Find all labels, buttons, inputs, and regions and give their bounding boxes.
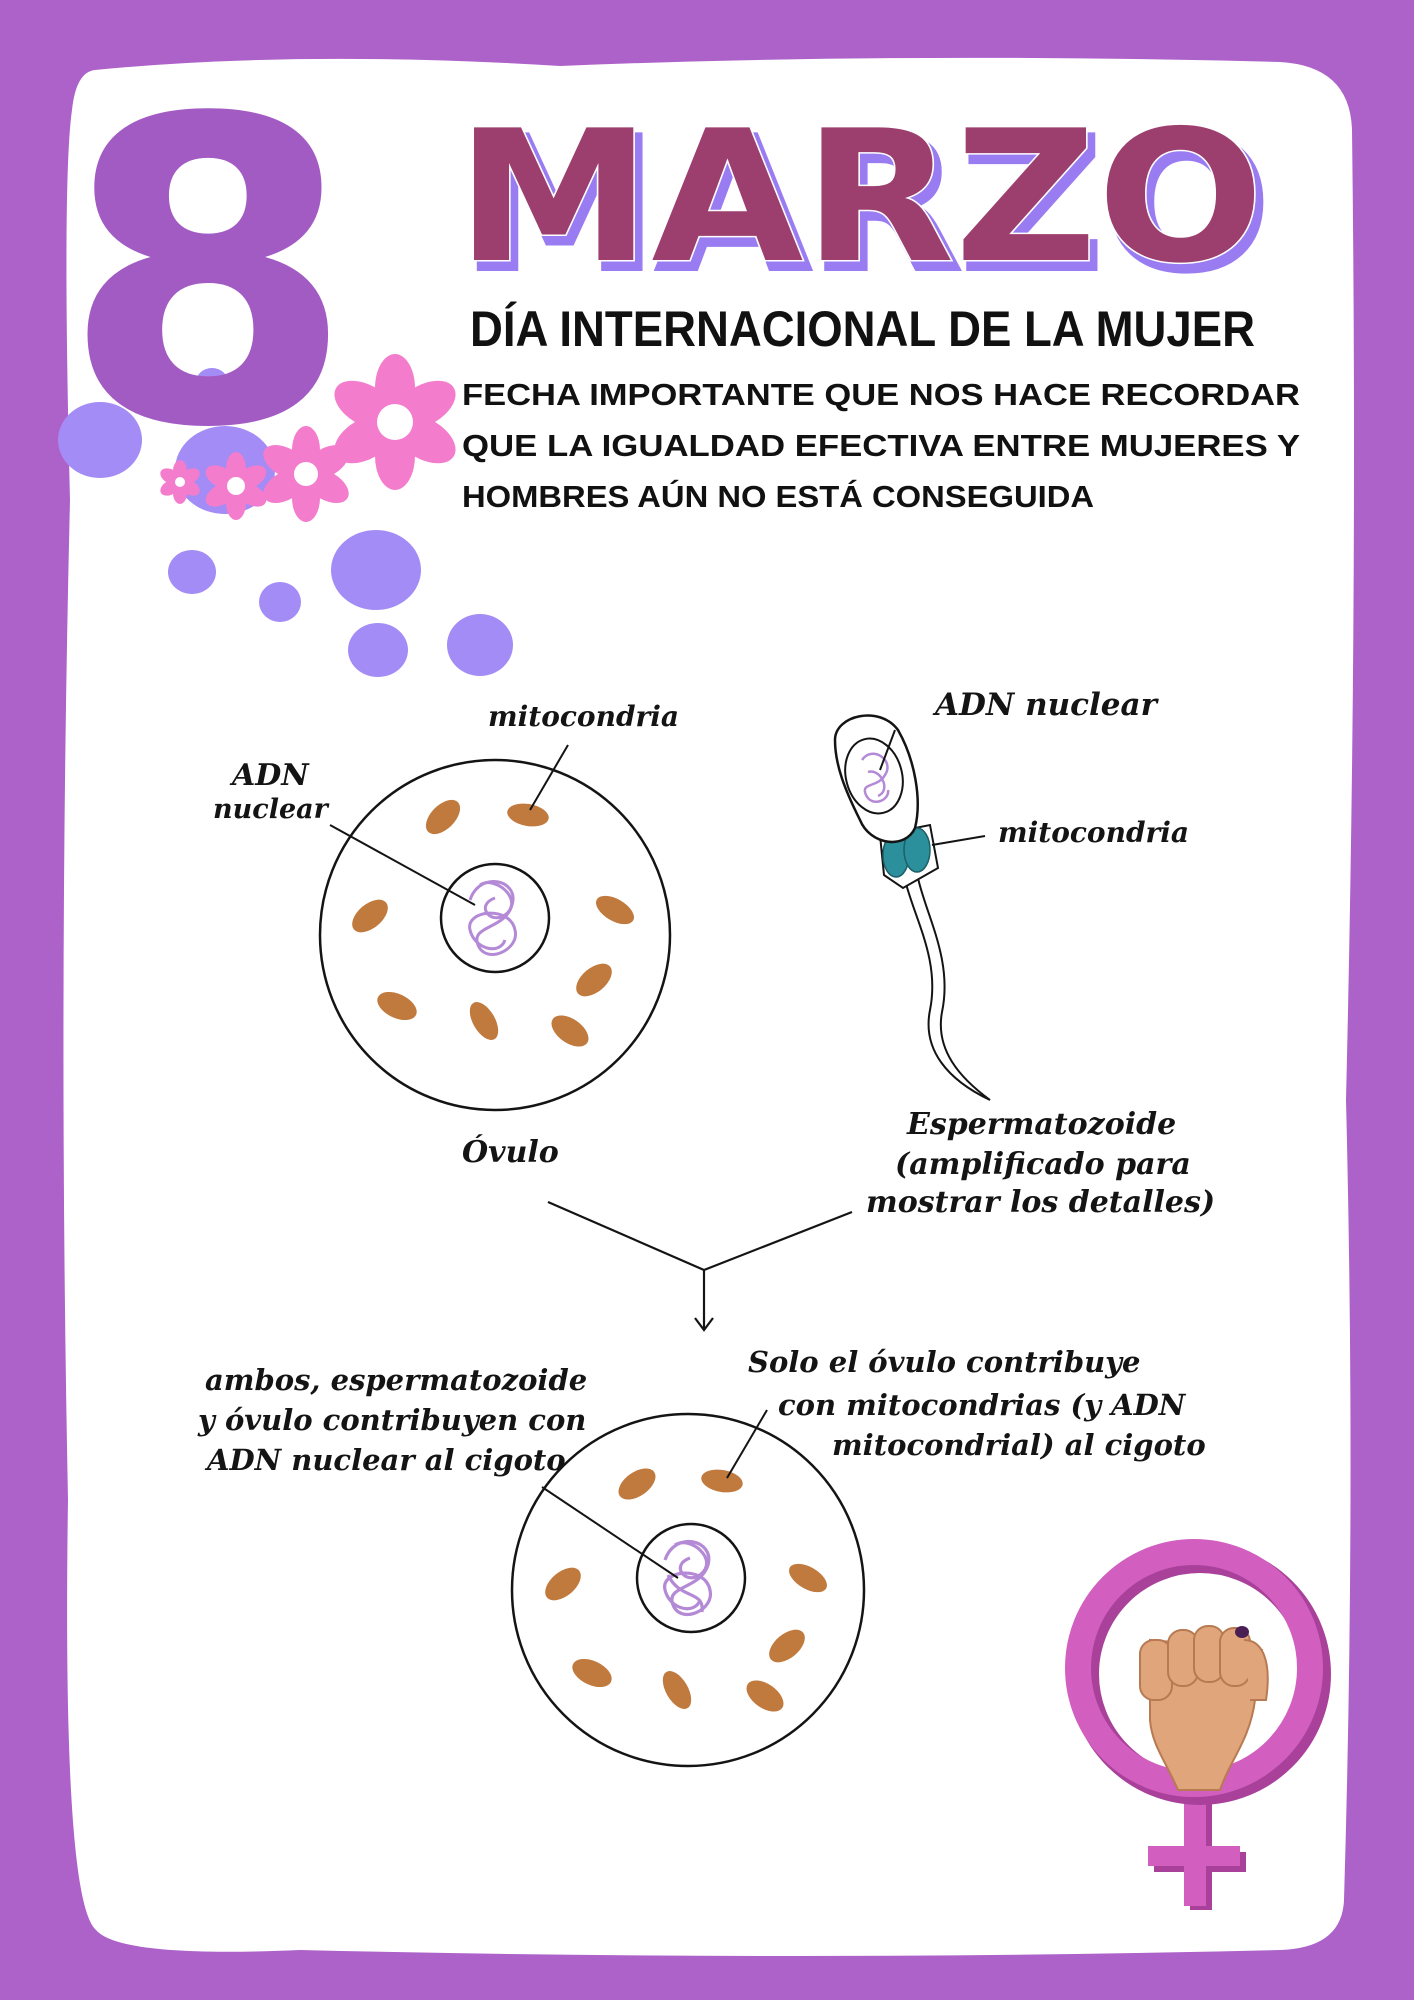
- sperm-mitochondrion: [903, 827, 931, 873]
- sperm-caption-line: Espermatozoide: [906, 1107, 1176, 1142]
- ovum-diagram: mitocondria ADN nuclear Óvulo: [213, 700, 679, 1170]
- blob: [58, 402, 142, 478]
- sperm-dna-label: ADN nuclear: [932, 687, 1160, 723]
- blob: [259, 582, 301, 622]
- ovum-dna-label-line2: nuclear: [213, 794, 330, 825]
- mitochondrion: [507, 803, 549, 827]
- leader-line: [329, 824, 476, 906]
- blob: [348, 623, 408, 677]
- zygote-left-note-line: y óvulo contribuyen con: [197, 1403, 586, 1437]
- mitochondrion: [662, 1671, 692, 1709]
- description: FECHA IMPORTANTE QUE NOS HACE RECORDAR Q…: [462, 377, 1300, 514]
- blob: [447, 614, 513, 676]
- leader-line: [529, 744, 569, 811]
- sperm-tail: [904, 879, 991, 1101]
- mitochondrion: [746, 1680, 784, 1712]
- month-title: MARZO MARZO: [455, 90, 1274, 315]
- leader-line: [541, 1486, 679, 1579]
- sperm-diagram: ADN nuclear mitocondria Espermatozoide (…: [833, 687, 1215, 1220]
- mitochondrion: [545, 1567, 581, 1601]
- zygote-diagram: ambos, espermatozoide y óvulo contribuye…: [197, 1345, 1206, 1768]
- blob: [168, 550, 216, 594]
- flower-icon: [205, 452, 267, 520]
- ovum-name-label: Óvulo: [462, 1134, 559, 1170]
- sperm-mito-label: mitocondria: [998, 816, 1189, 849]
- ovum-dna-label-line1: ADN: [229, 758, 310, 793]
- leader-line: [879, 729, 896, 771]
- zygote-left-note-line: ambos, espermatozoide: [205, 1363, 587, 1397]
- blob: [331, 530, 421, 610]
- mitochondrion: [352, 899, 388, 933]
- arrow-down-icon: [694, 1317, 714, 1332]
- zygote-mitochondria: [545, 1468, 827, 1712]
- leader-line: [726, 1409, 768, 1479]
- zygote-dna: [663, 1540, 712, 1617]
- page-subtitle: DÍA INTERNACIONAL DE LA MUJER: [470, 301, 1255, 357]
- mitochondrion: [551, 1015, 589, 1047]
- mitochondrion: [377, 991, 417, 1021]
- zygote-left-note-line: ADN nuclear al cigoto: [204, 1443, 566, 1477]
- leader-line: [931, 835, 986, 846]
- mitochondrion: [572, 1658, 612, 1688]
- sperm-caption-line: (amplificado para: [895, 1147, 1191, 1182]
- mitochondrion: [618, 1468, 656, 1500]
- mitochondrion: [576, 963, 612, 997]
- mitochondrion: [789, 1563, 827, 1593]
- zygote-right-note-line: Solo el óvulo contribuye: [748, 1345, 1140, 1379]
- decorative-blobs: [58, 368, 513, 677]
- flower-icon: [334, 354, 456, 490]
- sperm-tail: [917, 877, 991, 1101]
- mitochondrion: [596, 895, 634, 925]
- fusion-arrow: [547, 1200, 853, 1332]
- mitochondrion: [425, 799, 461, 835]
- ovum-dna: [468, 880, 517, 956]
- flower-icon: [263, 426, 349, 522]
- zygote-right-note-line: mitocondrial) al cigoto: [832, 1428, 1206, 1462]
- sperm-caption-line: mostrar los detalles): [866, 1185, 1215, 1220]
- sperm-dna: [860, 752, 890, 804]
- description-line: QUE LA IGUALDAD EFECTIVA ENTRE MUJERES Y: [462, 428, 1300, 463]
- blob: [196, 368, 228, 396]
- ovum-mitochondria: [352, 799, 634, 1047]
- raised-fist-icon: [1139, 1625, 1269, 1791]
- mitochondrion: [469, 1002, 499, 1040]
- mitochondrion: [701, 1469, 743, 1493]
- flower-icon: [160, 460, 200, 504]
- description-line: FECHA IMPORTANTE QUE NOS HACE RECORDAR: [462, 377, 1300, 412]
- mitochondrion: [769, 1629, 805, 1663]
- zygote-right-note-line: con mitocondrias (y ADN: [778, 1388, 1187, 1422]
- month-title-shadow: MARZO: [462, 99, 1270, 311]
- ovum-mito-label: mitocondria: [488, 700, 679, 733]
- description-line: HOMBRES AÚN NO ESTÁ CONSEGUIDA: [462, 478, 1094, 514]
- month-title-text: MARZO: [456, 91, 1264, 303]
